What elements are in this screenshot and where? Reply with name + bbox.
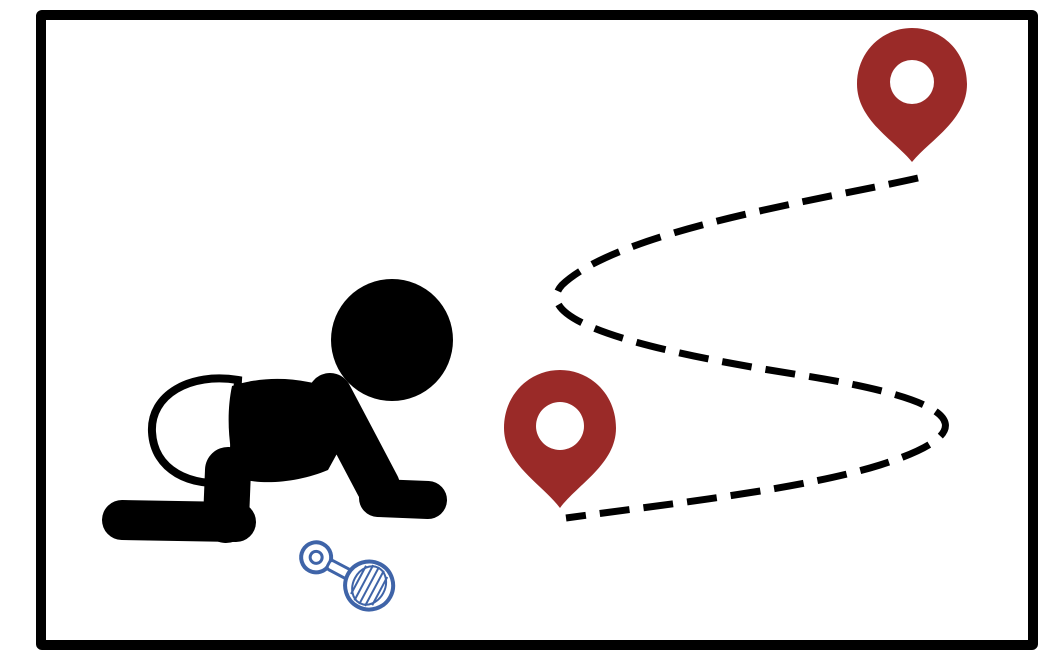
location-pin-icon xyxy=(857,28,967,162)
baby-icon xyxy=(122,279,453,522)
rattle-icon xyxy=(292,529,402,618)
location-pin-icon xyxy=(504,370,616,508)
dashed-path xyxy=(556,178,945,518)
